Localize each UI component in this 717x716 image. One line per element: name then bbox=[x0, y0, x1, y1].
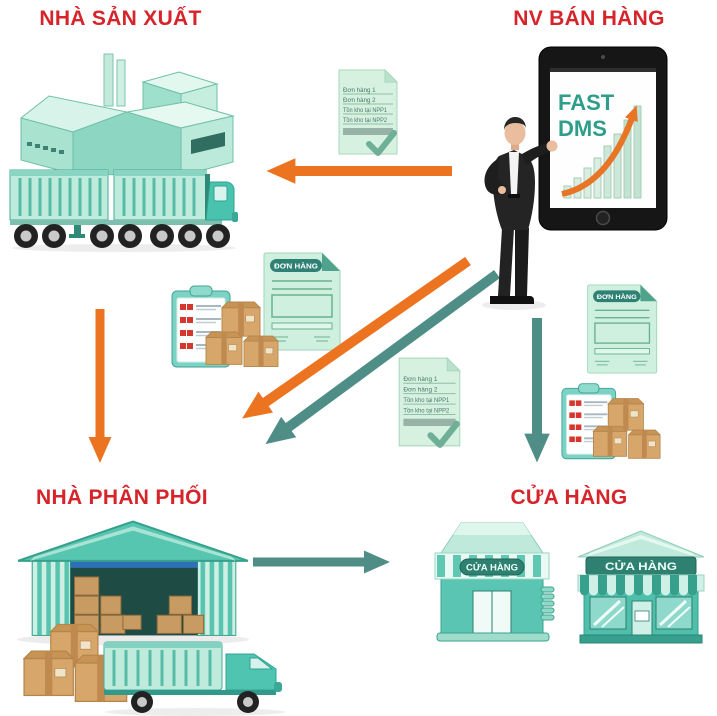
checklist-rows bbox=[180, 304, 221, 350]
order-form-header: ĐƠN HÀNG bbox=[274, 262, 318, 271]
shop-windows bbox=[589, 596, 693, 630]
store-sign-right: CỬA HÀNG bbox=[605, 560, 677, 573]
storefront-right: CỬA HÀNG bbox=[570, 527, 715, 647]
order-form-header: ĐƠN HÀNG bbox=[597, 292, 637, 301]
store-sign-left: CỬA HÀNG bbox=[466, 562, 518, 573]
checklist-and-boxes-right bbox=[552, 380, 670, 468]
order-note-line-4: Tồn kho tại NPP2 bbox=[403, 405, 449, 414]
door-sign bbox=[634, 610, 650, 622]
factory-icon bbox=[15, 52, 240, 192]
side-coil bbox=[540, 586, 555, 621]
checklist-and-boxes-left bbox=[166, 282, 284, 377]
order-note-line-4: Tồn kho tại NPP2 bbox=[343, 117, 388, 124]
semi-truck-icon bbox=[6, 160, 241, 252]
order-note-document: Đơn hàng 1 Đơn hàng 2 Tồn kho tại NPP1 T… bbox=[333, 66, 403, 158]
store-label: CỬA HÀNG bbox=[510, 486, 628, 509]
truck-wheels bbox=[14, 224, 230, 248]
distributor-label: NHÀ PHÂN PHỐI bbox=[36, 486, 208, 509]
growth-arrow-icon bbox=[561, 105, 638, 197]
sales-rep-label: NV BÁN HÀNG bbox=[513, 7, 665, 30]
tablet-camera bbox=[601, 55, 605, 59]
salesperson-icon bbox=[452, 116, 567, 311]
order-note-line-1: Đơn hàng 1 bbox=[403, 376, 437, 383]
checkmark-icon bbox=[366, 130, 397, 156]
order-note-line-2: Đơn hàng 2 bbox=[343, 97, 376, 104]
order-note-line-3: Tồn kho tại NPP1 bbox=[403, 395, 449, 404]
order-note-line-2: Đơn hàng 2 bbox=[403, 387, 437, 394]
delivery-truck-icon bbox=[100, 636, 295, 716]
warehouse-stock-boxes bbox=[74, 576, 205, 634]
awning-scallops bbox=[580, 586, 697, 596]
truck-wheels bbox=[131, 691, 259, 713]
warehouse-icon bbox=[10, 516, 257, 648]
tablet-home-button bbox=[595, 210, 611, 226]
manufacturer-label: NHÀ SẢN XUẤT bbox=[39, 7, 202, 30]
order-form-document-right: ĐƠN HÀNG bbox=[584, 280, 664, 378]
order-note-line-3: Tồn kho tại NPP1 bbox=[343, 107, 388, 114]
awning-stripes bbox=[580, 575, 697, 591]
tablet-app-name-2: DMS bbox=[558, 116, 607, 141]
storefront-left: CỬA HÀNG bbox=[427, 517, 559, 643]
tablet-app-name-1: FAST bbox=[558, 90, 615, 115]
fast-dms-tablet: FAST DMS bbox=[538, 46, 668, 231]
order-note-document-middle: Đơn hàng 1 Đơn hàng 2 Tồn kho tại NPP1 T… bbox=[392, 354, 467, 450]
order-note-line-1: Đơn hàng 1 bbox=[343, 87, 376, 94]
